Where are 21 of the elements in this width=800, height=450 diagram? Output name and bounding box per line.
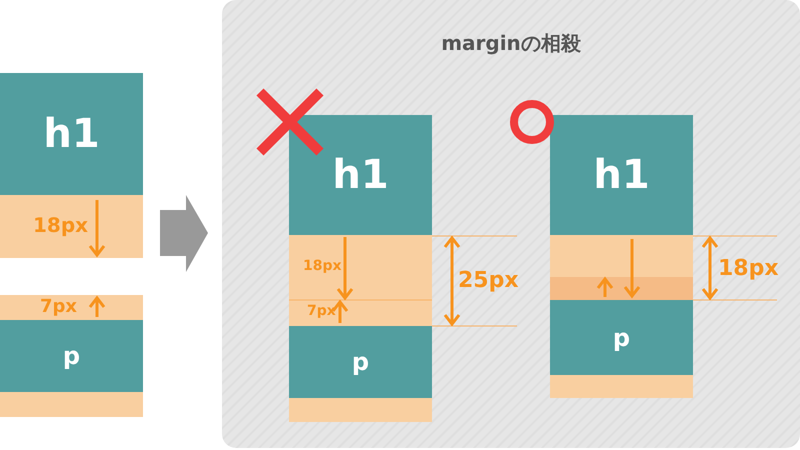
dimension-label: 25px [458,268,519,293]
margin-area [289,235,432,326]
margin-area [0,295,143,320]
margin-area [550,375,693,398]
margin-area [289,398,432,422]
margin-area [0,392,143,417]
dimension-label: 18px [718,256,779,281]
dimension-label: 7px [40,296,78,317]
block-box: p [0,320,143,392]
block-box: p [550,300,693,375]
dimension-label: 7px [307,303,336,319]
block-box: h1 [550,115,693,235]
block-box: p [289,326,432,398]
panel-background [222,0,800,448]
dimension-label: 18px [303,258,342,274]
dimension-label: 18px [33,213,88,237]
block-box: h1 [289,115,432,235]
panel-title: marginの相殺 [440,30,582,57]
margin-area [550,235,693,300]
block-box: h1 [0,73,143,195]
margin-area [0,195,143,258]
